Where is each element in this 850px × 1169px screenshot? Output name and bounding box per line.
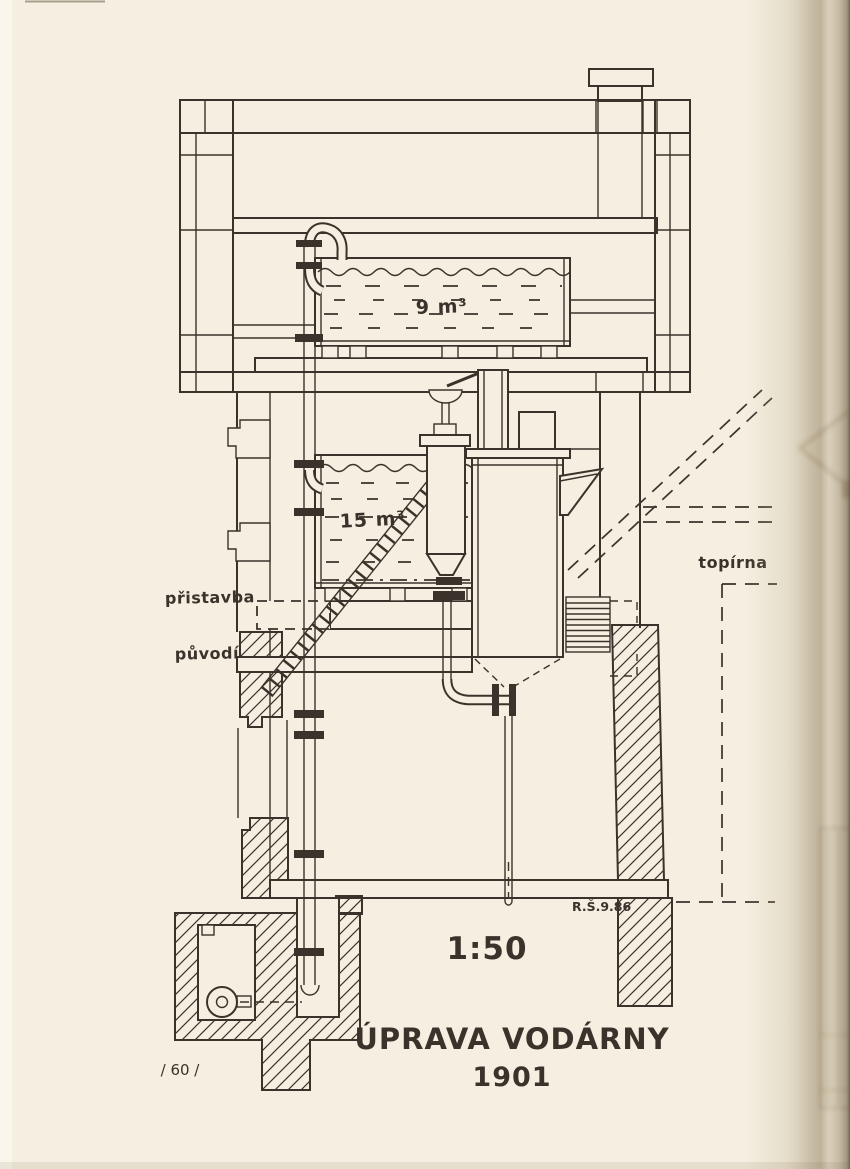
page-curl-shadow [745, 0, 850, 1169]
side-hopper [559, 467, 605, 516]
pipe-flange [295, 334, 323, 342]
original-floor-slab [236, 656, 473, 673]
pipe-flange [436, 577, 462, 585]
water-surface-wave [317, 267, 571, 277]
vessel-stack [477, 369, 509, 450]
drawing-title: ÚPRAVA VODÁRNY [354, 1022, 669, 1056]
drain-piping [441, 678, 516, 906]
left-wall-pier [239, 631, 283, 728]
pipe-flange [296, 262, 322, 269]
inlet-cup [428, 389, 463, 404]
rising-main-pipe [294, 222, 348, 996]
annex-floor-dashed-outline [256, 600, 331, 630]
basement-floor-slab [269, 879, 669, 899]
pipe-flange [294, 508, 324, 516]
valve-flange [509, 684, 516, 716]
page-number: / 60 / [161, 1061, 201, 1079]
right-foundation-pier [610, 624, 666, 881]
vessel-body [471, 457, 564, 658]
wall-pilaster-upper [227, 419, 271, 459]
boiler-vessel [465, 369, 605, 688]
valve-flange [492, 684, 499, 716]
left-foundation-pier [241, 817, 289, 899]
radiator-grate [565, 596, 638, 677]
dashed-roof-lines [567, 389, 773, 579]
pipe-flange [294, 710, 324, 718]
vessel-cone-dashed [474, 658, 561, 688]
filter-funnel-vessel [419, 369, 485, 681]
vessel-top-box [518, 411, 556, 450]
ladder [260, 481, 438, 698]
drawing-year: 1901 [472, 1062, 551, 1093]
left-page-edge [0, 0, 12, 1169]
scale-label: 1:50 [446, 931, 527, 967]
annex-label: přistavba [165, 587, 255, 608]
pipe-flange [294, 948, 324, 956]
foundation-well-complex [174, 895, 363, 1091]
pipe-flange [296, 240, 322, 247]
pipe-flange [294, 850, 324, 858]
chimney [588, 68, 654, 102]
wall-pilaster-lower [227, 522, 271, 562]
right-footing-block [617, 897, 673, 1007]
suction-foot [300, 984, 320, 996]
upper-water-tank: 9 m³ [314, 257, 571, 359]
pump [206, 986, 238, 1018]
funnel-cone [425, 553, 467, 576]
pipe-flange [294, 460, 324, 468]
pipe-flange [433, 591, 465, 600]
upper-tank-volume-label: 9 m³ [415, 295, 468, 319]
bottom-page-edge [0, 1162, 850, 1169]
original-building-label: původí [175, 643, 241, 663]
pipe-flange [294, 731, 324, 739]
floor-slabs [236, 600, 669, 899]
signature-text: R.Š.9.86 [572, 899, 632, 914]
